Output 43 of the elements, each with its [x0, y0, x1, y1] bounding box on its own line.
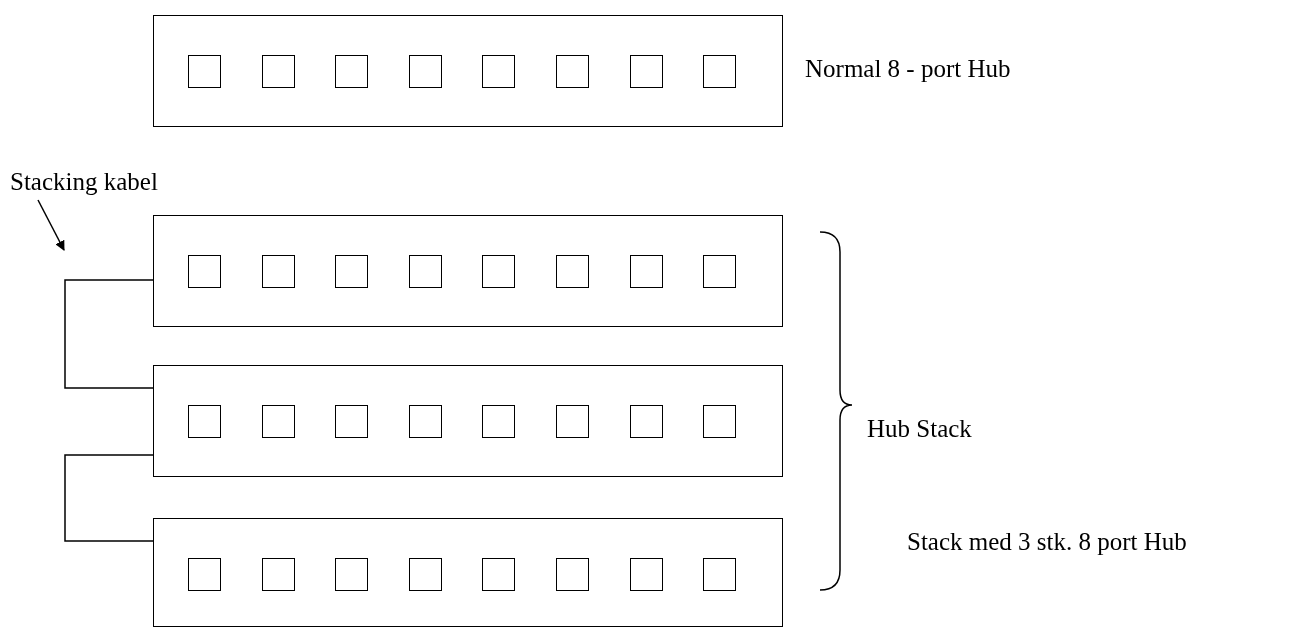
callout-label: Stacking kabel — [10, 168, 158, 196]
hub-box — [153, 365, 783, 477]
hub-box — [153, 215, 783, 327]
stacking-cable — [64, 279, 154, 389]
port-square — [408, 405, 442, 438]
port-square — [335, 558, 369, 591]
port-square — [188, 405, 221, 438]
port-square — [408, 55, 442, 88]
port-square — [188, 55, 221, 88]
brace-label: Hub Stack — [867, 415, 972, 443]
port-square — [261, 405, 295, 438]
port-square — [408, 558, 442, 591]
port-square — [556, 405, 589, 438]
port-square — [335, 405, 369, 438]
port-square — [629, 558, 663, 591]
leader-line — [37, 199, 65, 251]
port-square — [188, 255, 221, 288]
port-square — [629, 405, 663, 438]
stacking-cable — [64, 454, 154, 542]
port-square — [335, 255, 369, 288]
port-square — [482, 55, 516, 88]
port-square — [335, 55, 369, 88]
port-square — [408, 255, 442, 288]
port-square — [703, 405, 737, 438]
port-square — [629, 255, 663, 288]
port-square — [703, 255, 737, 288]
port-square — [482, 558, 516, 591]
port-square — [482, 255, 516, 288]
port-square — [703, 55, 737, 88]
port-square — [482, 405, 516, 438]
hub-box — [153, 15, 783, 127]
port-square — [188, 558, 221, 591]
hub-caption: Normal 8 - port Hub — [805, 55, 1011, 83]
port-square — [556, 558, 589, 591]
port-square — [629, 55, 663, 88]
port-square — [261, 55, 295, 88]
port-square — [261, 255, 295, 288]
port-square — [703, 558, 737, 591]
hub-box — [153, 518, 783, 627]
note-text: Stack med 3 stk. 8 port Hub — [907, 528, 1187, 556]
port-square — [556, 255, 589, 288]
port-square — [261, 558, 295, 591]
port-square — [556, 55, 589, 88]
